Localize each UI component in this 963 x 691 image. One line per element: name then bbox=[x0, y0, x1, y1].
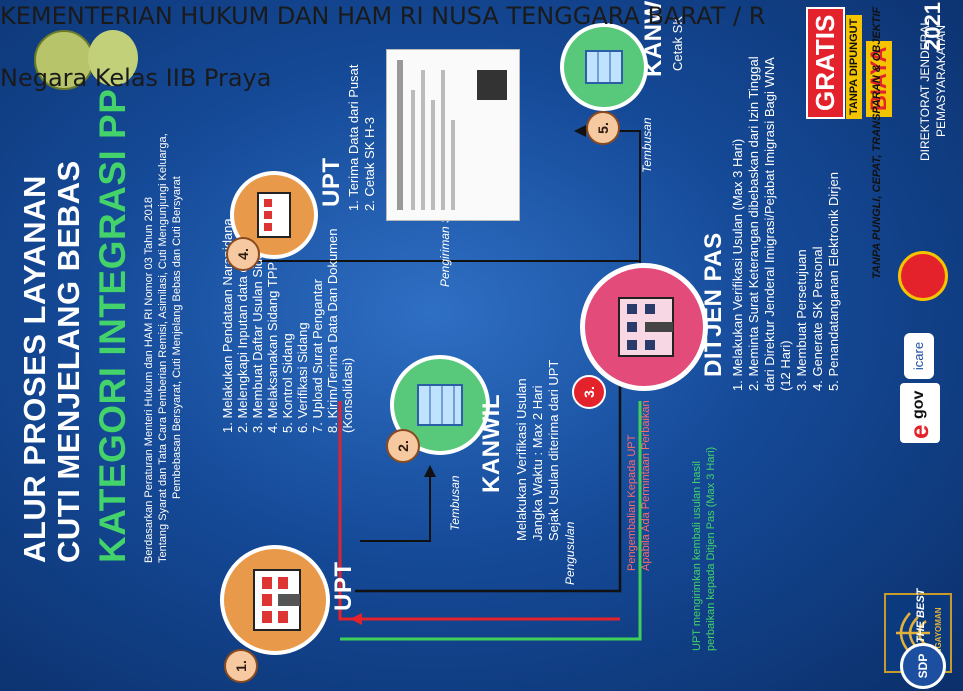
ministry-building-icon bbox=[618, 297, 674, 357]
pengayoman-tree-icon bbox=[896, 612, 930, 654]
step4-item: 2. Cetak SK H-3 bbox=[362, 117, 377, 211]
step2-item: Melakukan Verifikasi Usulan bbox=[514, 378, 529, 541]
step3-item: 2. Meminta Surat Keterangan dibebaskan d… bbox=[746, 56, 761, 391]
label-pengembalian-1: Pengembalian Kepada UPT bbox=[626, 434, 638, 571]
pengayoman-logo: PENGAYOMAN bbox=[884, 593, 952, 673]
header-line1: KEMENTERIAN HUKUM DAN HAM RI NUSA TENGGA… bbox=[0, 2, 766, 30]
wbk-logo bbox=[898, 251, 948, 301]
upt-circle-2 bbox=[230, 171, 318, 259]
ditjen-pas-circle bbox=[580, 263, 708, 391]
gratis-stamp: GRATIS TANPA DIPUNGUT BIAYA bbox=[800, 6, 930, 119]
step1-item: 4. Melaksanakan Sidang TPP bbox=[265, 261, 280, 433]
step2-number: 2. bbox=[386, 429, 420, 463]
step1-title: UPT bbox=[330, 561, 357, 612]
step3-item: (12 Hari) bbox=[778, 340, 793, 391]
step4-number: 4. bbox=[226, 237, 260, 271]
icare-label: icare bbox=[911, 341, 926, 371]
step2-item: Sejak Usulan diterima dari UPT bbox=[546, 359, 561, 541]
header-emblem-2 bbox=[88, 30, 138, 86]
egov-e-icon: e bbox=[904, 424, 934, 439]
step5-number: 5. bbox=[586, 111, 620, 145]
building-icon bbox=[253, 569, 301, 631]
icare-logo: icare bbox=[904, 333, 934, 379]
kanwil-circle bbox=[390, 355, 490, 455]
tanpa-label: TANPA DIPUNGUT bbox=[846, 14, 862, 119]
office-building-icon bbox=[417, 384, 463, 426]
step1-item: 7. Upload Surat Pengantar bbox=[310, 279, 325, 433]
step1-item: (Konsolidasi) bbox=[340, 357, 355, 433]
sdp-logo: SDP bbox=[900, 643, 946, 689]
step4-item: 1. Terima Data dari Pusat bbox=[346, 64, 361, 211]
year-label: 2021 bbox=[920, 2, 945, 51]
step3-title: DITJEN PAS bbox=[700, 232, 727, 377]
egov-label: gov bbox=[910, 390, 927, 419]
sdp-label: SDP bbox=[916, 653, 930, 679]
step3-item: dari Direktur Jenderal Imigrasi/Pejabat … bbox=[762, 57, 777, 391]
label-tembusan-1: Tembusan bbox=[448, 475, 462, 531]
step4-title: UPT bbox=[318, 157, 345, 208]
step3-item: 4. Generate SK Personal bbox=[810, 246, 825, 391]
step1-item: 8. Kirim/Terima Data Dan Dokumen bbox=[325, 228, 340, 433]
step1-number: 1. bbox=[224, 649, 258, 683]
step3-item: 5. Penandatanganan Elektronik Dirjen bbox=[826, 172, 841, 391]
label-pengembalian-2: Apabila Ada Permintaan Perbaikan bbox=[640, 400, 652, 571]
label-upt-kirim-1: UPT mengirimkan kembali usulan hasil bbox=[691, 461, 703, 651]
office-building-icon-2 bbox=[585, 50, 623, 84]
sk-document-image bbox=[386, 49, 520, 221]
label-pengusulan: Pengusulan bbox=[563, 521, 577, 585]
step3-number: 3. bbox=[572, 375, 606, 409]
header-line2: Negara Kelas IIB Praya bbox=[0, 64, 272, 92]
kanwil-circle-2 bbox=[560, 23, 648, 111]
step1-item: 6. Verifikasi Sidang bbox=[295, 322, 310, 433]
label-upt-kirim-2: perbaikan kepada Ditjen Pas (Max 3 Hari) bbox=[705, 446, 717, 651]
upt-building-circle bbox=[220, 545, 330, 655]
label-tembusan-2: Tembusan bbox=[640, 117, 654, 173]
egov-logo: e gov bbox=[900, 383, 940, 443]
building-icon-2 bbox=[257, 192, 291, 238]
step3-item: 1. Melakukan Verifikasi Usulan (Max 3 Ha… bbox=[730, 138, 745, 391]
thebest-logo: THE BEST bbox=[915, 588, 927, 643]
step2-item: Jangka Waktu : Max 2 Hari bbox=[530, 385, 545, 541]
step3-item: 3. Membuat Persetujuan bbox=[794, 249, 809, 391]
gratis-label: GRATIS bbox=[806, 6, 845, 119]
motto-text: TANPA PUNGLI, CEPAT, TRANSPARAN & OBJEKT… bbox=[871, 6, 883, 279]
step2-title: KANWIL bbox=[478, 394, 505, 493]
document-icon bbox=[397, 60, 507, 210]
step1-item: 5. Kontrol Sidang bbox=[280, 333, 295, 433]
